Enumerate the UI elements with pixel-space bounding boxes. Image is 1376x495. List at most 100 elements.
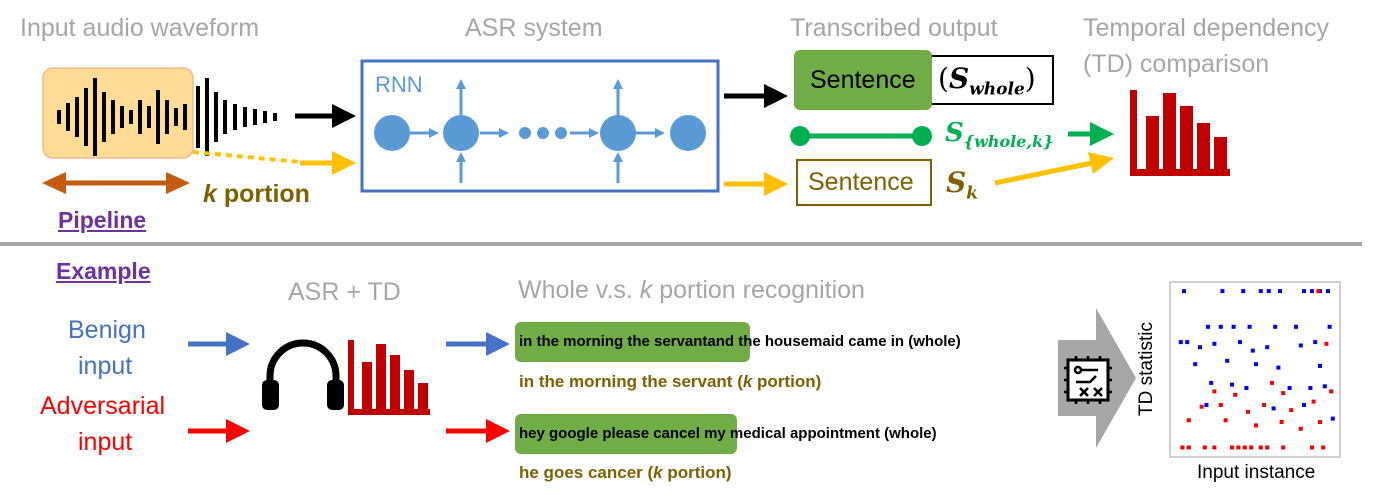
example-link[interactable]: Example	[56, 258, 151, 284]
benign-whole-text: in the morning the servantand the housem…	[519, 333, 961, 350]
k-to-asr-arrow	[300, 151, 356, 175]
benign-point	[1287, 386, 1292, 390]
adversarial-point	[1324, 341, 1329, 346]
benign-point	[1273, 324, 1278, 329]
adversarial-point	[1180, 445, 1185, 450]
adversarial-point	[1186, 445, 1191, 450]
benign-point	[1178, 340, 1183, 345]
asr-td-title: ASR + TD	[288, 278, 401, 306]
benign-point	[1313, 340, 1318, 345]
asr-system-title: ASR system	[465, 14, 603, 42]
benign-point	[1247, 324, 1252, 329]
benign-point	[1330, 416, 1335, 421]
adversarial-point	[1311, 399, 1316, 404]
adversarial-point	[1279, 420, 1284, 424]
benign-point	[1182, 289, 1186, 294]
s-pair-symbol: S{whole,k}	[945, 118, 1054, 152]
pair-to-td-arrow	[1068, 122, 1114, 146]
benign-point	[1308, 386, 1313, 390]
benign-input-arrow	[188, 332, 250, 356]
s-whole-symbol: (Swhole)	[938, 62, 1036, 100]
asr-to-whole-arrow	[724, 84, 788, 108]
adversarial-point	[1218, 403, 1223, 407]
input-audio-title: Input audio waveform	[20, 14, 260, 42]
benign-point	[1231, 324, 1236, 329]
adversarial-point	[1242, 445, 1247, 450]
benign-point	[1266, 289, 1271, 294]
benign-point	[1250, 348, 1255, 353]
benign-recognition-arrow	[446, 332, 510, 356]
benign-point	[1204, 403, 1209, 407]
transcribed-output-title: Transcribed output	[790, 14, 998, 42]
td-comparison-title-line1: Temporal dependency	[1083, 14, 1329, 42]
benign-point	[1241, 289, 1246, 294]
adversarial-k-text: he goes cancer (k portion)	[519, 463, 732, 482]
benign-point	[1322, 384, 1327, 389]
adversarial-point	[1329, 389, 1334, 394]
adversarial-input-arrow	[188, 419, 250, 443]
td-comparison-title-line2: (TD) comparison	[1083, 50, 1270, 78]
benign-point	[1193, 362, 1198, 367]
asr-to-k-arrow	[724, 172, 788, 196]
adversarial-input-label-line2: input	[78, 428, 133, 456]
k-sentence-label: Sentence	[808, 168, 914, 196]
adversarial-point	[1316, 289, 1321, 294]
waveform-highlight	[42, 67, 194, 159]
adversarial-point	[1258, 445, 1263, 450]
benign-point	[1327, 324, 1332, 329]
adversarial-point	[1202, 445, 1207, 450]
k-to-td-arrow	[994, 152, 1114, 186]
benign-point	[1318, 363, 1322, 368]
adversarial-point	[1262, 403, 1266, 407]
adversarial-point	[1318, 420, 1322, 424]
adversarial-point	[1223, 418, 1228, 423]
input-to-asr-arrow	[295, 104, 356, 128]
adversarial-point	[1281, 445, 1286, 450]
s-k-symbol: Sk	[946, 166, 979, 204]
benign-point	[1218, 324, 1223, 329]
input-instance-axis-label: Input instance	[1197, 462, 1316, 483]
benign-point	[1198, 345, 1202, 350]
adversarial-point	[1249, 445, 1254, 450]
benign-point	[1310, 289, 1314, 294]
adversarial-point	[1246, 409, 1250, 414]
adversarial-input-label-line1: Adversarial	[40, 392, 166, 420]
k-portion-dotted-line	[192, 150, 301, 164]
benign-point	[1298, 343, 1303, 348]
whole-sentence-highlight	[794, 50, 932, 110]
benign-point	[1278, 289, 1282, 294]
scatter-points	[1178, 289, 1335, 450]
benign-point	[1302, 403, 1306, 407]
k-sentence-box	[796, 159, 932, 206]
adversarial-point	[1186, 418, 1191, 423]
adversarial-point	[1212, 445, 1217, 450]
adversarial-point	[1310, 445, 1314, 450]
k-portion-label: k portion	[203, 180, 310, 208]
rnn-diagram	[374, 79, 706, 183]
adversarial-point	[1199, 404, 1204, 409]
adversarial-point	[1321, 445, 1326, 450]
recognition-title: Whole v.s. k portion recognition	[518, 276, 865, 304]
adversarial-point	[1298, 426, 1303, 431]
benign-point	[1254, 362, 1258, 367]
benign-point	[1265, 345, 1270, 350]
adversarial-point	[1265, 445, 1270, 450]
k-portion-span-arrow	[42, 172, 190, 194]
benign-point	[1258, 289, 1263, 294]
headphones-icon	[262, 339, 344, 410]
adversarial-point	[1254, 423, 1258, 428]
rnn-label: RNN	[375, 72, 423, 97]
adversarial-point	[1270, 380, 1274, 385]
benign-point	[1238, 340, 1242, 345]
benign-point	[1209, 380, 1214, 385]
adversarial-point	[1230, 445, 1234, 450]
whole-k-connector	[790, 126, 932, 146]
benign-k-text: in the morning the servant (k portion)	[519, 372, 822, 391]
benign-point	[1302, 289, 1306, 294]
benign-point	[1206, 324, 1210, 329]
adversarial-point	[1233, 392, 1238, 397]
pipeline-link[interactable]: Pipeline	[58, 207, 147, 233]
benign-point	[1276, 365, 1281, 370]
benign-point	[1230, 382, 1234, 387]
adversarial-whole-text: hey google please cancel my medical appo…	[519, 425, 937, 442]
